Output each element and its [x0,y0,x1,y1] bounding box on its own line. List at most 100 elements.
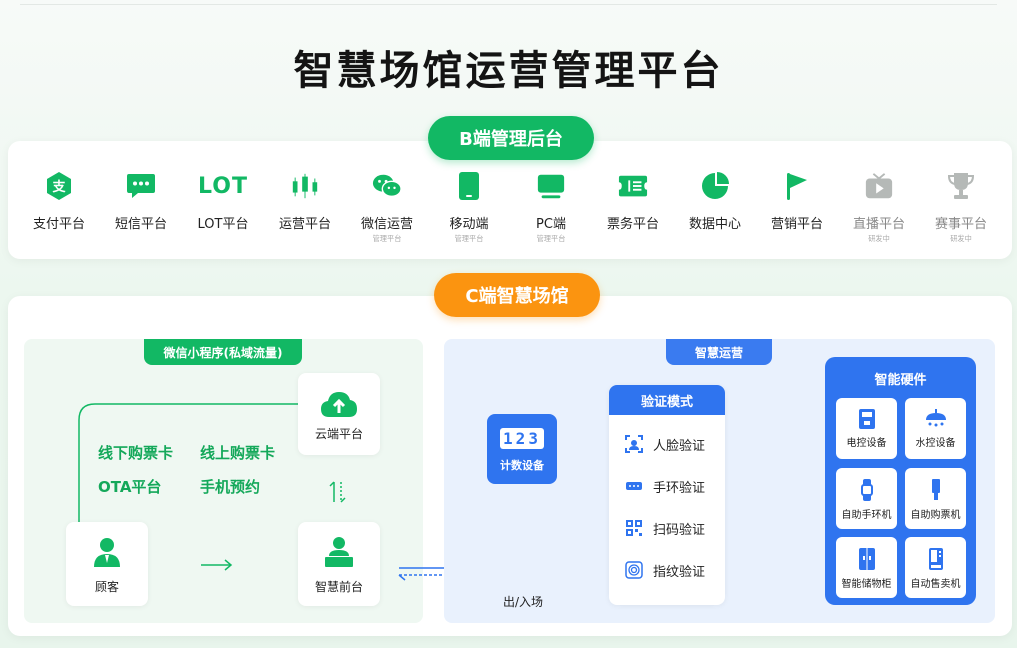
cloud-platform-card[interactable]: 云端平台 [298,373,380,455]
svg-text:支: 支 [51,179,66,195]
b-item-marketing[interactable]: 营销平台 [752,171,842,232]
hw-label: 水控设备 [915,438,956,449]
b-item-label: 营销平台 [770,217,823,232]
b-item-mobile[interactable]: 移动端 管理平台 [424,171,514,244]
verify-title: 验证模式 [609,385,725,415]
top-divider [20,4,997,5]
b-item-sub: 管理平台 [454,234,484,243]
vending-machine-icon [905,547,966,571]
kiosk-icon [905,478,966,502]
cloud-platform-label: 云端平台 [314,427,363,441]
person-icon [66,536,148,568]
b-item-label: 短信平台 [114,217,167,232]
b-item-label: 微信运营 [360,217,413,232]
hw-label: 智能储物柜 [841,579,892,590]
b-item-label: 支付平台 [32,217,85,232]
b-item-sms[interactable]: 短信平台 [96,171,186,232]
face-scan-icon [625,435,643,453]
hardware-title: 智能硬件 [874,373,927,388]
b-item-ticket[interactable]: 票务平台 [588,171,678,232]
hw-ticket-machine[interactable]: 自助购票机 [905,468,966,529]
verify-band-label: 手环验证 [653,480,706,496]
verify-face[interactable]: 人脸验证 [609,423,725,465]
counter-device-card[interactable]: 123 计数设备 [487,414,557,484]
front-desk-label: 智慧前台 [314,580,363,594]
entry-exit-label: 出/入场 [503,595,544,609]
b-section-label: B端管理后台 [428,116,594,160]
b-item-wechat[interactable]: 微信运营 管理平台 [342,171,432,244]
counter-digits-icon: 123 [487,428,557,449]
locker-icon [836,547,897,571]
trophy-icon [946,171,976,201]
verify-mode-panel: 验证模式 人脸验证 手环验证 扫码验证 指纹验证 [609,385,725,605]
hw-vending[interactable]: 自动售卖机 [905,537,966,598]
b-item-lot[interactable]: LOT LOT平台 [178,171,268,233]
hw-label: 自助购票机 [910,510,961,521]
flag-icon [782,171,812,201]
counter-label: 计数设备 [500,459,544,472]
pc-icon [536,171,566,201]
b-item-label: PC端 [536,217,566,232]
cloud-upload-icon [298,389,380,419]
hw-label: 自动售卖机 [910,579,961,590]
b-item-pc[interactable]: PC端 管理平台 [506,171,596,244]
verify-band[interactable]: 手环验证 [609,465,725,507]
front-desk-card[interactable]: 智慧前台 [298,522,380,606]
shower-icon [905,408,966,430]
channel-mobile-booking: 手机预约 [200,478,261,496]
electric-meter-icon [836,408,897,430]
customer-label: 顾客 [94,580,119,594]
lot-icon: LOT [198,173,248,199]
verify-qr[interactable]: 扫码验证 [609,507,725,549]
hw-band-machine[interactable]: 自助手环机 [836,468,897,529]
hw-label: 电控设备 [846,438,887,449]
customer-card[interactable]: 顾客 [66,522,148,606]
fingerprint-icon [625,561,643,579]
b-item-sub: 管理平台 [536,234,566,243]
watch-icon [836,478,897,502]
ticket-icon [618,171,648,201]
payment-icon: 支 [44,171,74,201]
hw-label: 自助手环机 [841,510,892,521]
b-panel: 支 支付平台 短信平台 LOT LOT平台 运营平台 微信运营 管理平台 移动端… [8,141,1012,259]
b-item-event[interactable]: 赛事平台 研发中 [916,171,1006,244]
b-item-label: 赛事平台 [934,217,987,232]
verify-qr-label: 扫码验证 [653,522,706,538]
hw-locker[interactable]: 智能储物柜 [836,537,897,598]
b-item-data-center[interactable]: 数据中心 [670,171,760,232]
b-item-label: 直播平台 [852,217,905,232]
verify-fingerprint[interactable]: 指纹验证 [609,549,725,591]
b-item-sub: 研发中 [950,234,972,243]
channel-offline-card: 线下购票卡 [98,444,174,462]
b-item-live[interactable]: 直播平台 研发中 [834,171,924,244]
qr-code-icon [626,520,642,536]
page-title: 智慧场馆运营管理平台 [293,48,724,94]
tv-icon [864,171,894,201]
b-item-label: LOT平台 [197,217,249,232]
b-item-sub: 管理平台 [372,234,402,243]
operations-tag: 智慧运营 [666,339,772,365]
b-item-sub: 研发中 [868,234,890,243]
verify-fingerprint-label: 指纹验证 [653,564,706,580]
reception-icon [298,536,380,568]
b-item-payment[interactable]: 支 支付平台 [14,171,104,232]
operations-icon [290,171,320,201]
hw-electric[interactable]: 电控设备 [836,398,897,459]
sms-icon [126,171,156,201]
smart-hardware-panel: 智能硬件 电控设备 水控设备 自助手环机 自助购票机 智能储物柜 自动售卖机 [825,357,976,605]
counter-digits: 123 [500,428,544,449]
channel-online-card: 线上购票卡 [200,444,276,462]
b-item-operations[interactable]: 运营平台 [260,171,350,232]
hw-water[interactable]: 水控设备 [905,398,966,459]
b-item-label: 票务平台 [606,217,659,232]
b-item-label: 移动端 [449,217,489,232]
pie-chart-icon [700,171,730,201]
b-item-label: 运营平台 [278,217,331,232]
c-section-label: C端智慧场馆 [434,273,600,317]
miniprogram-tag: 微信小程序(私域流量) [144,339,302,365]
b-item-label: 数据中心 [688,217,741,232]
verify-face-label: 人脸验证 [653,438,706,454]
channel-ota: OTA平台 [98,478,162,496]
wristband-icon [626,482,642,490]
wechat-icon [372,171,402,201]
